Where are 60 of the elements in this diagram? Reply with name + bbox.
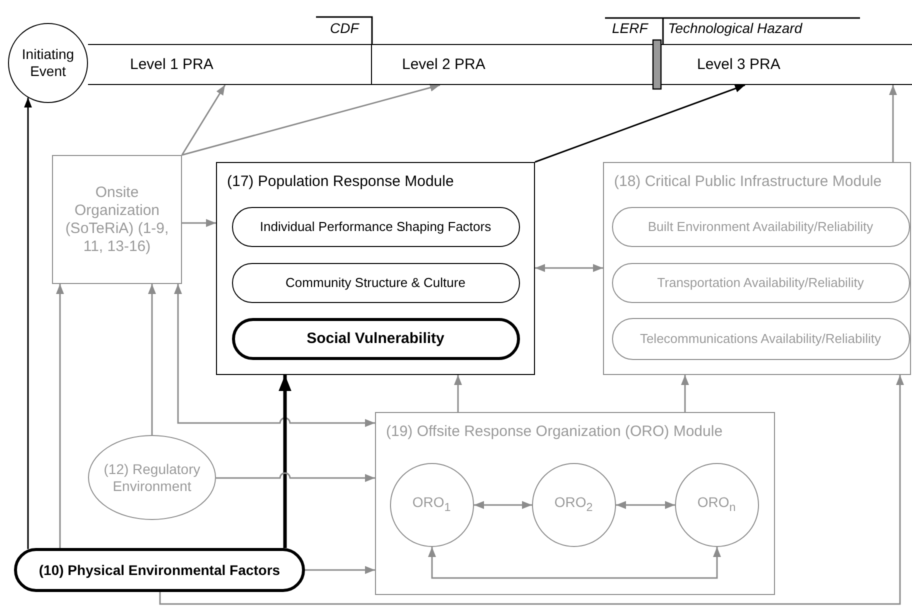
stage-band-segment	[88, 44, 372, 85]
event-circle	[390, 462, 474, 546]
node-label: Community Structure & Culture	[286, 274, 466, 290]
arrow	[148, 284, 156, 435]
module-box	[52, 155, 182, 284]
node-label: Initiating Event	[20, 46, 76, 80]
arrow	[428, 547, 721, 579]
node-label: Level 2 PRA	[402, 56, 486, 74]
module-box	[375, 412, 775, 595]
factor-pill	[232, 206, 520, 246]
arrow	[181, 84, 226, 156]
factor-pill	[14, 548, 305, 592]
factor-pill	[612, 262, 910, 302]
event-circle	[8, 23, 88, 103]
module-heading: (18) Critical Public Infrastructure Module	[614, 173, 882, 190]
node-label: ORO$_{2}$	[554, 494, 593, 515]
event-circle	[674, 462, 758, 546]
arrow	[474, 501, 532, 509]
node-label: ORO$_{1}$	[412, 494, 451, 515]
module-box	[216, 162, 535, 375]
node-label: Social Vulnerability	[306, 330, 444, 348]
arrow	[534, 84, 746, 163]
arrow	[174, 284, 375, 427]
node-label: Level 3 PRA	[697, 56, 780, 74]
factor-pill	[612, 206, 910, 246]
stage-band-segment	[372, 44, 653, 85]
node-label: (10) Physical Environmental Factors	[38, 562, 280, 578]
event-circle	[532, 462, 616, 546]
node-label: Built Environment Availability/Reliability	[648, 218, 874, 234]
node-label: Transportation Availability/Reliability	[657, 274, 864, 290]
node-label: Onsite Organization (SoTeRiA) (1-9, 11, 13-16)	[64, 184, 170, 256]
arrow	[24, 98, 32, 549]
arrow	[889, 85, 897, 162]
node-label: (12) Regulatory Environment	[102, 460, 202, 494]
factor-pill	[232, 318, 520, 360]
module-heading: (17) Population Response Module	[227, 173, 454, 190]
threshold-label: LERF	[612, 20, 648, 36]
arrow	[535, 264, 603, 272]
node-label: Level 1 PRA	[130, 56, 214, 74]
factor-ellipse	[88, 435, 216, 520]
module-heading: (19) Offsite Response Organization (ORO) Module	[386, 423, 723, 440]
factor-pill	[612, 318, 910, 360]
arrow	[305, 566, 375, 574]
threshold-label: CDF	[330, 20, 359, 36]
threshold-label: Technological Hazard	[668, 20, 802, 36]
arrow	[159, 375, 904, 605]
stage-band-segment	[661, 44, 912, 85]
node-label: ORO$_{n}$	[697, 494, 736, 515]
arrow	[616, 501, 675, 509]
arrow	[182, 84, 440, 156]
arrow	[182, 219, 216, 227]
arrow	[278, 375, 292, 548]
factor-pill	[232, 262, 520, 302]
arrow	[454, 375, 462, 412]
arrow	[681, 375, 689, 412]
node-label: Telecommunications Availability/Reliability	[640, 330, 882, 346]
arrow	[56, 284, 64, 548]
module-box	[603, 162, 911, 375]
arrow	[216, 472, 375, 482]
node-label: Individual Performance Shaping Factors	[260, 218, 492, 234]
